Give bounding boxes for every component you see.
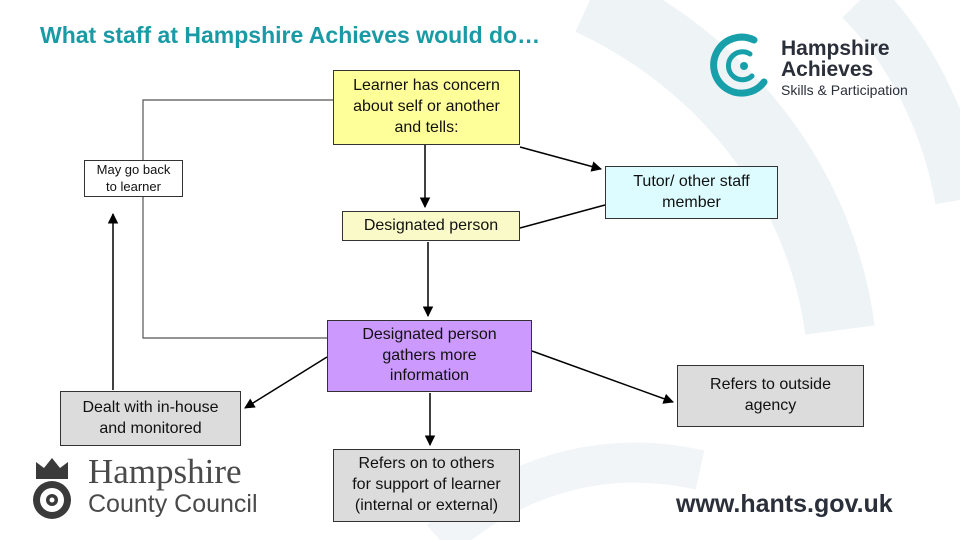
dealt-in-house-box: Dealt with in-house and monitored: [60, 391, 241, 446]
logo-swirl-icon: [710, 33, 768, 97]
logo-line-3: Skills & Participation: [781, 82, 908, 98]
logo-line-2: Achieves: [781, 58, 874, 81]
may-go-back-box: May go back to learner: [84, 160, 183, 197]
designated-person-box: Designated person: [342, 211, 520, 241]
outside-agency-box: Refers to outside agency: [677, 365, 864, 427]
council-crest-icon: [33, 458, 71, 519]
refers-on-box: Refers on to others for support of learn…: [333, 449, 520, 522]
hampshire-achieves-logo: Hampshire Achieves Skills & Participatio…: [706, 30, 936, 102]
hampshire-county-council-logo: Hampshire County Council: [28, 452, 263, 524]
logo-line-1: Hampshire: [781, 37, 890, 60]
learner-concern-box: Learner has concern about self or anothe…: [333, 70, 520, 145]
gathers-information-box: Designated person gathers more informati…: [327, 320, 532, 392]
council-logo-line-2: County Council: [88, 490, 258, 518]
arrow-concern-to-tutor: [519, 146, 603, 172]
line-tutor-to-designated: [519, 204, 606, 229]
tutor-staff-box: Tutor/ other staff member: [605, 166, 778, 219]
arrow-gathers-to-dealt: [244, 356, 328, 409]
council-logo-line-1: Hampshire: [88, 452, 242, 491]
arrow-gathers-to-outside: [531, 350, 674, 404]
website-url[interactable]: www.hants.gov.uk: [676, 490, 893, 518]
page-title: What staff at Hampshire Achieves would d…: [40, 22, 541, 48]
loop-back-line: [142, 99, 333, 339]
